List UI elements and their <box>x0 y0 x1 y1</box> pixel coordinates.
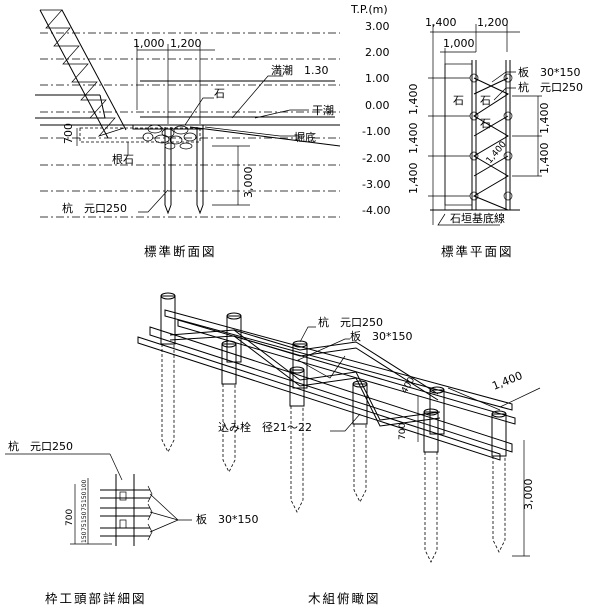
detail-dim-small: 150 <box>81 531 88 543</box>
plan-stone-3: 石 <box>480 117 491 130</box>
detail-dim-small: 100 <box>81 479 88 491</box>
bird-dim-3000: 3,000 <box>522 479 535 511</box>
section-dim-700: 700 <box>62 123 75 144</box>
level-label: 0.00 <box>365 99 390 112</box>
detail-dim-small: 150 <box>81 491 88 503</box>
section-dim-1200: 1,200 <box>170 37 202 50</box>
level-label: -1.00 <box>362 125 390 138</box>
bird-board-label: 板 30*150 <box>350 329 413 343</box>
bird-dowel-label: 込み栓 径21～22 <box>218 420 312 434</box>
plan-title: 標準平面図 <box>441 244 514 259</box>
level-label: -4.00 <box>362 204 390 217</box>
detail-dim-small: 75 <box>81 523 88 531</box>
section-title: 標準断面図 <box>144 244 217 259</box>
section-dim-1000: 1,000 <box>133 37 165 50</box>
bird-pile-label: 杭 元口250 <box>318 315 383 329</box>
piles <box>160 292 507 457</box>
section-dim-3000: 3,000 <box>242 167 255 199</box>
plan-pile-label: 杭 元口250 <box>518 80 583 94</box>
base-stone-label: 根石 <box>112 152 134 166</box>
plan-dim-right: 1,400 <box>538 143 551 175</box>
detail-title: 枠工頭部詳細図 <box>45 591 147 606</box>
plan-dim-1000: 1,000 <box>443 37 475 50</box>
standard-section-drawing: T.P.(m) 3.00 2.00 1.00 0.00 -1.00 -2.00 … <box>35 3 390 259</box>
stone-wall-lattice <box>39 9 127 139</box>
detail-dim-small: 75 <box>81 503 88 511</box>
detail-board-label: 板 30*150 <box>196 512 259 526</box>
plan-stone-2: 石 <box>480 94 491 107</box>
plan-dim-left: 1,400 <box>407 123 420 155</box>
stone-label: 石 <box>214 87 225 100</box>
rails <box>137 309 516 461</box>
plan-board-label: 板 30*150 <box>518 65 581 79</box>
high-tide-label: 満潮 1.30 <box>271 63 329 77</box>
level-label: -3.00 <box>362 178 390 191</box>
section-pile-label: 杭 元口250 <box>62 201 127 215</box>
standard-plan-drawing: 石 石 石 1,400 1, <box>407 16 583 259</box>
plan-dim-1400-top: 1,400 <box>425 16 457 29</box>
plan-stone-1: 石 <box>453 94 464 107</box>
bird-dim-1400: 1,400 <box>490 369 524 393</box>
low-tide-label: 干潮 <box>312 103 334 117</box>
detail-dim-700: 700 <box>65 509 75 526</box>
level-label: 2.00 <box>365 46 390 59</box>
section-unit-label: T.P.(m) <box>350 3 388 16</box>
plan-dim-left: 1,400 <box>407 163 420 195</box>
plan-dim-left: 1,400 <box>407 84 420 116</box>
timber-frame-bird-view: 杭 元口250 板 30*150 込み栓 径21～22 400 1,400 70… <box>137 292 541 606</box>
bird-view-title: 木組俯瞰図 <box>308 591 381 606</box>
level-label: 3.00 <box>365 20 390 33</box>
plan-dim-right: 1,400 <box>538 103 551 135</box>
plan-baseline-label: 石垣基底線 <box>450 211 505 225</box>
detail-pile-label: 杭 元口250 <box>8 439 73 453</box>
detail-dim-small: 150 <box>81 511 88 523</box>
plan-dim-1200-top: 1,200 <box>477 16 509 29</box>
bird-dim-700: 700 <box>398 423 408 440</box>
level-label: 1.00 <box>365 72 390 85</box>
frame-head-detail: 杭 元口250 板 30*150 700 150 75 150 75 150 1… <box>5 439 259 606</box>
dredge-bottom-label: 堀底 <box>294 130 316 144</box>
level-label: -2.00 <box>362 152 390 165</box>
